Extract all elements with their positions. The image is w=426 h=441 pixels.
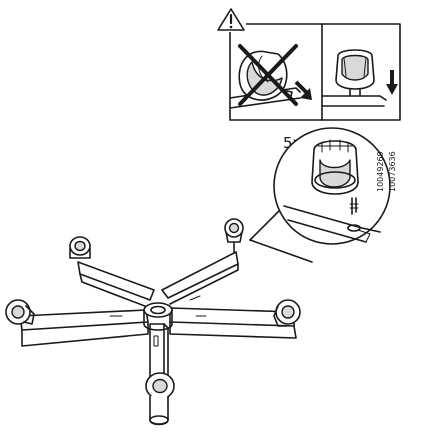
caster-back-right xyxy=(224,218,244,253)
correct-install-illustration xyxy=(321,49,387,107)
detail-zoom-circle xyxy=(249,127,391,263)
incorrect-cross-icon xyxy=(238,44,298,106)
down-arrow-icon xyxy=(386,70,398,95)
caster-front xyxy=(145,372,175,426)
caster-detail xyxy=(311,139,359,215)
caster-right xyxy=(273,299,301,327)
diagonal-arrow-icon xyxy=(294,80,312,100)
part-number-2: 10073636 xyxy=(388,151,397,192)
part-number-1: 10049269 xyxy=(376,151,385,192)
comparison-panel xyxy=(216,6,401,121)
chair-base xyxy=(19,251,297,389)
caster-back-left xyxy=(69,236,91,259)
warning-icon xyxy=(216,6,246,32)
caster-left xyxy=(5,299,35,325)
